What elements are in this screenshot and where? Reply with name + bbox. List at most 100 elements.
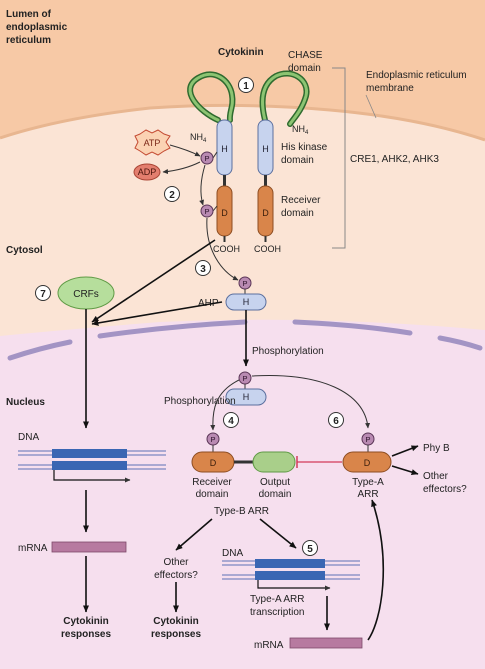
svg-text:Endoplasmic reticulum: Endoplasmic reticulum [366,70,467,81]
svg-text:effectors?: effectors? [423,484,467,495]
svg-text:2: 2 [169,190,175,201]
cytokinin-label: Cytokinin [218,47,264,58]
transcription-arrow-right [257,580,331,591]
svg-text:Receiver: Receiver [281,195,321,206]
step-3-marker: 3 [195,260,211,276]
svg-text:7: 7 [40,289,46,300]
typeb-output-domain [252,451,296,473]
nuclear-ahp-protein [225,388,267,406]
svg-text:Receiver: Receiver [192,477,232,488]
svg-text:CHASE: CHASE [288,50,323,61]
svg-text:6: 6 [333,416,339,427]
svg-text:responses: responses [151,629,201,640]
svg-text:domain: domain [259,489,292,500]
svg-text:D: D [221,208,228,218]
svg-text:4: 4 [228,416,234,427]
svg-text:Cytokinin: Cytokinin [63,616,109,627]
svg-text:domain: domain [281,208,314,219]
svg-text:ATP: ATP [144,138,161,148]
nh4-left-label: NH4 [190,132,207,144]
mrna-label-left: mRNA [18,543,48,554]
svg-text:P: P [210,435,215,444]
svg-text:endoplasmic: endoplasmic [6,22,68,33]
svg-text:H: H [221,144,228,154]
svg-text:Type-A ARR: Type-A ARR [250,594,304,605]
receptor-family-label: CRE1, AHK2, AHK3 [350,154,439,165]
receiver-domain-label: Receiver domain [281,195,321,219]
mrna-right [289,637,363,649]
svg-text:D: D [262,208,269,218]
cytokinin-responses-right: Cytokinin responses [151,616,201,640]
typeb-other-effectors-label: Other effectors? [154,557,198,581]
step-2-marker: 2 [164,186,180,202]
svg-text:reticulum: reticulum [6,35,51,46]
svg-text:domain: domain [196,489,229,500]
phosphate-his-left: P [200,151,218,165]
svg-text:Other: Other [423,471,449,482]
cytosol-label: Cytosol [6,245,43,256]
receptor-to-crf-arrow [91,239,216,323]
svg-text:Other: Other [163,557,189,568]
svg-text:Output: Output [260,477,290,488]
svg-text:ARR: ARR [357,489,378,500]
step-1-marker: 1 [238,77,254,93]
typeb-receiver-label: Receiver domain [192,477,232,500]
svg-text:domain: domain [288,63,321,74]
typeb-to-dna-arrow [259,518,297,549]
phosphorylation-label-1: Phosphorylation [252,346,324,357]
svg-text:D: D [210,458,217,468]
svg-text:Type-A: Type-A [352,477,384,488]
er-membrane [0,103,485,142]
dna-label-right: DNA [222,548,243,559]
crfs-label: CRFs [73,289,99,300]
er-membrane-label: Endoplasmic reticulum membrane [366,70,467,94]
typea-to-effectors-arrow [391,465,419,475]
to-adp-arrow [162,161,201,175]
typea-other-effectors-label: Other effectors? [423,471,467,495]
er-membrane-pointer [365,94,377,119]
svg-text:transcription: transcription [250,607,304,618]
ahp-to-typea-arrow [251,374,371,429]
phosphorylation-label-2: Phosphorylation [164,396,236,407]
lumen-label: Lumen of endoplasmic reticulum [6,9,68,46]
step-5-marker: 5 [302,540,318,556]
phosphate-asp-left: P [200,204,218,218]
svg-text:P: P [204,154,209,163]
svg-text:Cytokinin: Cytokinin [153,616,199,627]
dna-left [18,449,166,470]
svg-text:H: H [243,392,250,402]
step-4-marker: 4 [223,412,239,428]
atp-badge: ATP [134,129,171,156]
transcription-arrow-left [53,470,131,483]
ahp-to-typeb-arrow [210,379,240,431]
mrna-to-typea-feedback-arrow [367,499,385,641]
svg-text:ADP: ADP [138,167,157,177]
svg-text:D: D [364,458,371,468]
svg-text:H: H [262,144,269,154]
svg-text:5: 5 [307,544,313,555]
typeb-arr-label: Type-B ARR [214,506,269,517]
svg-text:P: P [365,435,370,444]
cooh-right: COOH [254,244,281,254]
svg-text:P: P [242,374,247,383]
receptor-bracket [332,67,346,249]
svg-text:H: H [243,297,250,307]
step-7-marker: 7 [35,285,51,301]
svg-text:1: 1 [243,81,249,92]
dna-right [222,559,360,580]
svg-text:3: 3 [200,264,206,275]
phosphate-typeb: P [206,432,220,452]
dna-label-left: DNA [18,432,39,443]
phosphate-nuclear-ahp: P [238,371,252,389]
svg-text:His kinase: His kinase [281,142,328,153]
typea-transcription-label: Type-A ARR transcription [250,594,304,618]
svg-text:membrane: membrane [366,83,414,94]
step-6-marker: 6 [328,412,344,428]
mrna-left [51,541,127,553]
svg-text:responses: responses [61,629,111,640]
chase-domain-label: CHASE domain [288,50,323,74]
svg-text:P: P [204,207,209,216]
receptor-to-ahp-arrow [206,217,239,281]
